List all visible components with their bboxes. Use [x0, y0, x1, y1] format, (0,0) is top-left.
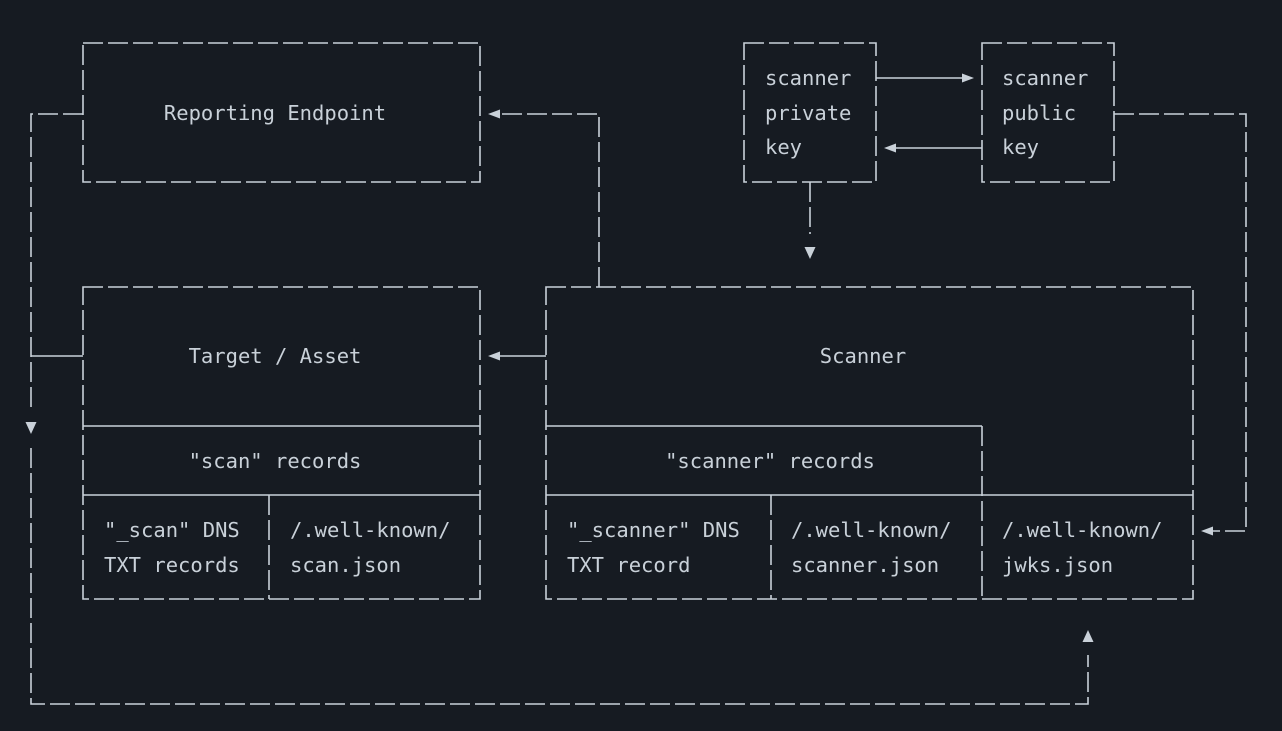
scan-dns-txt-line-2: TXT records — [104, 553, 240, 577]
scanner-private-key-line-1: scanner — [765, 66, 851, 90]
scanner-public-key-box: scanner public key — [981, 42, 1115, 183]
connector-private-key-to-scanner — [804, 182, 816, 259]
reporting-endpoint-box: Reporting Endpoint — [82, 42, 481, 183]
scanner-records-label: "scanner" records — [665, 449, 875, 473]
target-asset-label: Target / Asset — [189, 344, 362, 368]
scanner-dns-txt-line-1: "_scanner" DNS — [567, 518, 740, 542]
connector-bottom-to-jwks — [30, 448, 1094, 705]
jwks-json-line-2: jwks.json — [1002, 553, 1113, 577]
scanner-private-key-line-3: key — [765, 135, 802, 159]
scanner-public-key-line-2: public — [1002, 101, 1076, 125]
jwks-json-line-1: /.well-known/ — [1002, 518, 1162, 542]
scanner-json-line-1: /.well-known/ — [791, 518, 951, 542]
scan-records-label: "scan" records — [189, 449, 362, 473]
scan-json-line-1: /.well-known/ — [290, 518, 450, 542]
scan-json-line-2: scan.json — [290, 553, 401, 577]
scanner-private-key-line-2: private — [765, 101, 851, 125]
scanner-public-key-line-1: scanner — [1002, 66, 1088, 90]
scanner-private-key-box: scanner private key — [743, 42, 877, 183]
target-asset-box: Target / Asset "scan" records "_scan" DN… — [82, 286, 481, 600]
connector-reporting-target-to-left-bus — [25, 113, 83, 434]
scanner-box: Scanner "scanner" records "_scanner" DNS… — [545, 286, 1194, 600]
scanner-label: Scanner — [820, 344, 906, 368]
connector-public-key-to-jwks — [1114, 113, 1247, 536]
reporting-endpoint-label: Reporting Endpoint — [164, 101, 386, 125]
scan-dns-txt-line-1: "_scan" DNS — [104, 518, 240, 542]
scanner-public-key-line-3: key — [1002, 135, 1039, 159]
scanner-json-line-2: scanner.json — [791, 553, 939, 577]
connector-scanner-to-reporting — [488, 109, 600, 287]
scanner-dns-txt-line-2: TXT record — [567, 553, 690, 577]
connector-scanner-to-target — [488, 351, 546, 361]
connector-private-to-public — [876, 73, 974, 83]
connector-public-to-private — [884, 143, 982, 153]
